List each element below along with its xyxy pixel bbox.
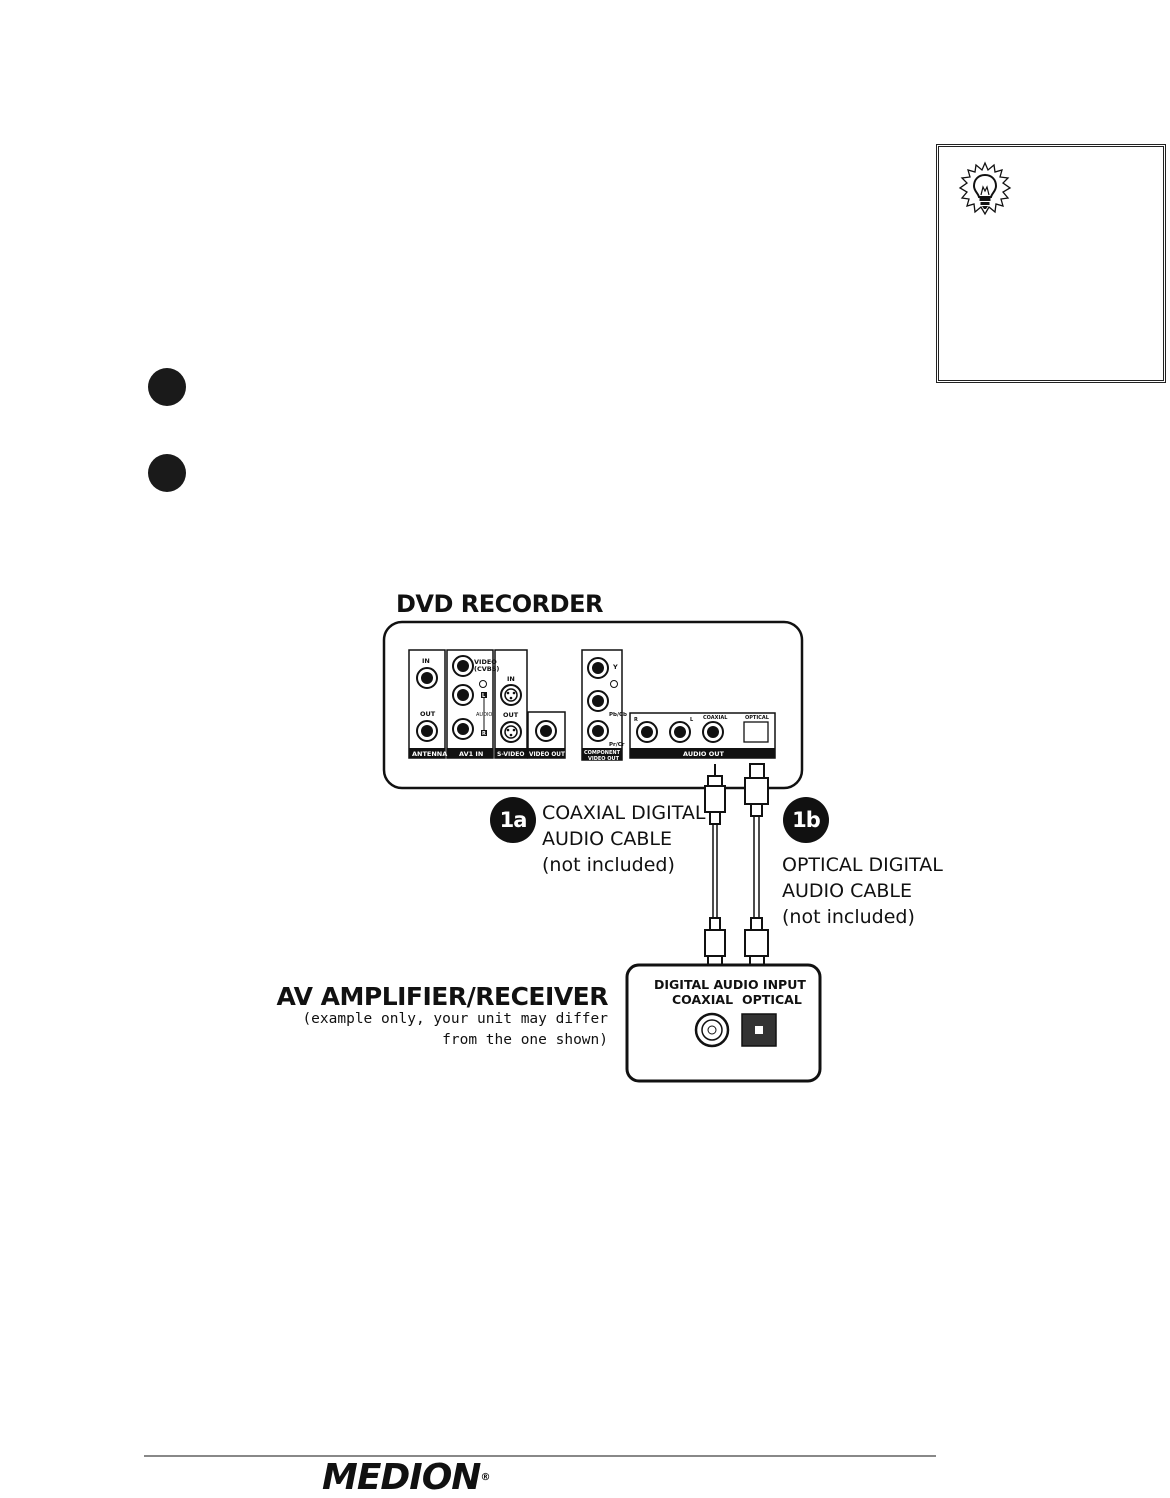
panel-audio-out-optical: OPTICAL (745, 715, 770, 721)
antenna-block (408, 649, 446, 759)
panel-comp-label-1: COMPONENT (584, 750, 621, 756)
panel-audio-word: AUDIO (476, 712, 492, 718)
cable-1b-line-1: OPTICAL DIGITAL (782, 854, 943, 876)
step-2-marker (148, 454, 186, 492)
brand-logo: MEDION® (322, 1457, 490, 1498)
receiver-title: AV AMPLIFIER/RECEIVER (276, 982, 608, 1011)
svideo-block (494, 649, 528, 759)
component-block (581, 649, 623, 761)
tip-box (936, 144, 1166, 383)
panel-comp-pb: Pb/Cb (609, 712, 627, 718)
registered-mark: ® (480, 1472, 490, 1483)
badge-1a: 1a (490, 797, 536, 843)
receiver-input-title: DIGITAL AUDIO INPUT (654, 977, 806, 992)
panel-audio-r: R (482, 731, 486, 737)
footer-divider (144, 1455, 936, 1457)
step-1-marker (148, 368, 186, 406)
cable-1b-line-2: AUDIO CABLE (782, 880, 913, 902)
coaxial-cable (704, 764, 726, 976)
panel-comp-label-2: VIDEO OUT (588, 756, 620, 762)
panel-audio-out-coaxial: COAXIAL (703, 715, 728, 721)
receiver-coaxial-label: COAXIAL (672, 992, 733, 1007)
badge-1b: 1b (783, 797, 829, 843)
panel-antenna-in: IN (422, 657, 430, 665)
cable-1a-line-2: AUDIO CABLE (542, 828, 673, 850)
panel-audio-out-r: R (634, 717, 638, 723)
panel-comp-pr: Pr/Cr (609, 742, 625, 748)
receiver-optical-jack (741, 1013, 777, 1047)
panel-video-cvbs-sub: (CVBS) (474, 665, 499, 673)
cable-1b-label: OPTICAL DIGITAL AUDIO CABLE (not include… (782, 852, 943, 930)
receiver-note-line-1: (example only, your unit may differ (302, 1011, 608, 1027)
panel-antenna-out: OUT (420, 710, 436, 718)
lightbulb-icon (958, 161, 1012, 216)
panel-svideo-label: S-VIDEO (497, 751, 524, 758)
recorder-title: DVD RECORDER (396, 590, 603, 618)
receiver-coaxial-jack (694, 1012, 730, 1048)
receiver-note-line-2: from the one shown) (442, 1032, 608, 1048)
receiver-optical-label: OPTICAL (742, 992, 802, 1007)
cable-1a-label: COAXIAL DIGITAL AUDIO CABLE (not include… (542, 800, 705, 878)
panel-av1-label: AV1 IN (459, 750, 483, 758)
panel-comp-y: Y (612, 663, 618, 671)
panel-video-out-label: VIDEO OUT (529, 752, 565, 758)
panel-audio-out-l: L (690, 717, 694, 723)
video-out-block (527, 711, 566, 759)
av1-block (446, 649, 494, 759)
optical-cable (744, 763, 769, 971)
cable-1b-line-3: (not included) (782, 906, 915, 928)
receiver-note: (example only, your unit may differ from… (302, 1009, 608, 1051)
panel-svideo-in: IN (507, 675, 515, 683)
panel-video-cvbs: VIDEO (474, 658, 497, 666)
brand-name: MEDION (322, 1457, 481, 1498)
panel-antenna-label: ANTENNA (412, 750, 447, 758)
panel-audio-out-label: AUDIO OUT (683, 750, 725, 758)
panel-audio-l: L (482, 693, 486, 699)
cable-1a-line-3: (not included) (542, 854, 675, 876)
cable-1a-line-1: COAXIAL DIGITAL (542, 802, 706, 824)
audio-out-block (629, 712, 776, 759)
panel-svideo-out: OUT (503, 711, 519, 719)
